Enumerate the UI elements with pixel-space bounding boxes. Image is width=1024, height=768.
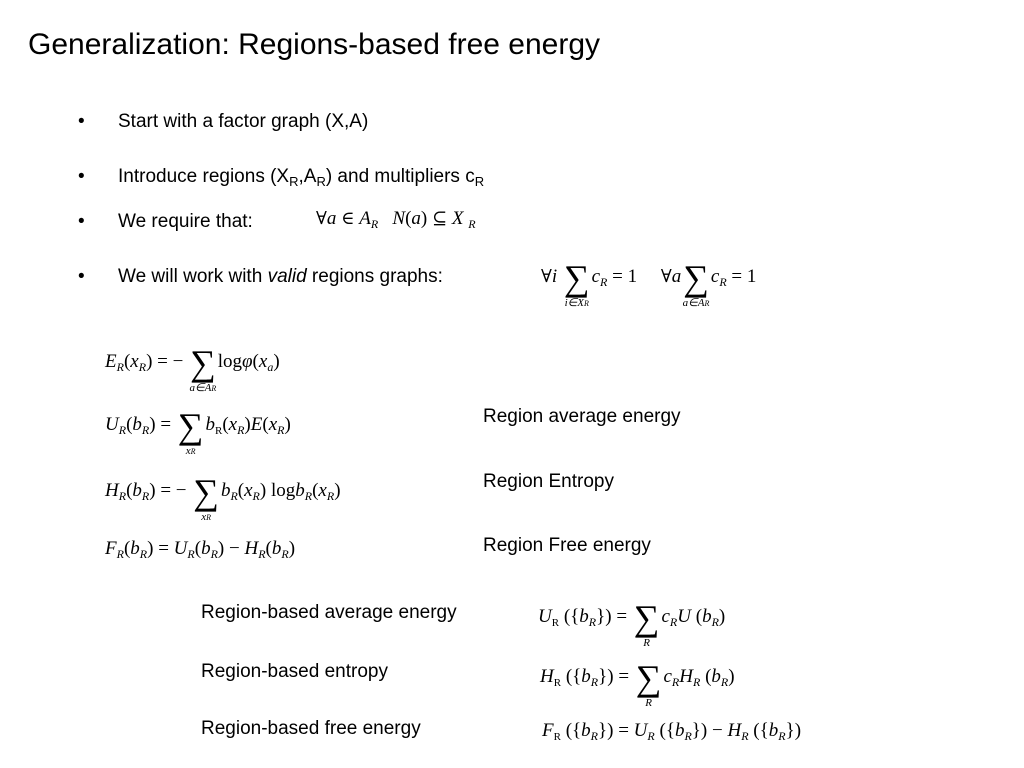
- label-region-based-entropy: Region-based entropy: [201, 661, 388, 682]
- label-region-based-free-energy: Region-based free energy: [201, 718, 421, 739]
- equation-requirement: ∀a ∈ AR N(a) ⊆ X R: [316, 208, 476, 231]
- subscript: R: [289, 174, 299, 189]
- bullet-text: Introduce regions (X: [118, 166, 290, 187]
- label-region-free-energy: Region Free energy: [483, 535, 651, 556]
- label-region-based-avg-energy: Region-based average energy: [201, 602, 457, 623]
- bullet-text: regions graphs:: [306, 266, 443, 287]
- slide-title: Generalization: Regions-based free energ…: [28, 28, 601, 61]
- subscript: R: [316, 174, 326, 189]
- subscript: R: [474, 174, 485, 189]
- bullet-dot: •: [78, 211, 85, 232]
- bullet-dot: •: [78, 266, 85, 287]
- bullet-dot: •: [78, 166, 85, 187]
- bullet-text: We require that:: [118, 211, 253, 232]
- bullet-regions: •Introduce regions (XR,AR) and multiplie…: [78, 166, 484, 189]
- bullet-require: • We require that:: [78, 211, 253, 233]
- emphasis-text: valid: [267, 266, 307, 287]
- equation-region-free-energy: FR(bR) = UR(bR) − HR(bR): [105, 538, 296, 561]
- label-region-entropy: Region Entropy: [483, 471, 614, 492]
- equation-region-based-free-energy: FR ({bR}) = UR ({bR}) − HR ({bR}): [542, 720, 802, 743]
- bullet-text: ) and multipliers c: [325, 166, 475, 187]
- bullet-text: ,A: [298, 166, 317, 187]
- label-region-avg-energy: Region average energy: [483, 406, 681, 427]
- bullet-text: We will work with: [118, 266, 268, 287]
- bullet-dot: •: [78, 111, 85, 132]
- bullet-factor-graph: • Start with a factor graph (X,A): [78, 111, 368, 133]
- bullet-text: Start with a factor graph (X,A): [118, 111, 369, 132]
- bullet-valid-regions: • We will work with valid regions graphs:: [78, 266, 443, 288]
